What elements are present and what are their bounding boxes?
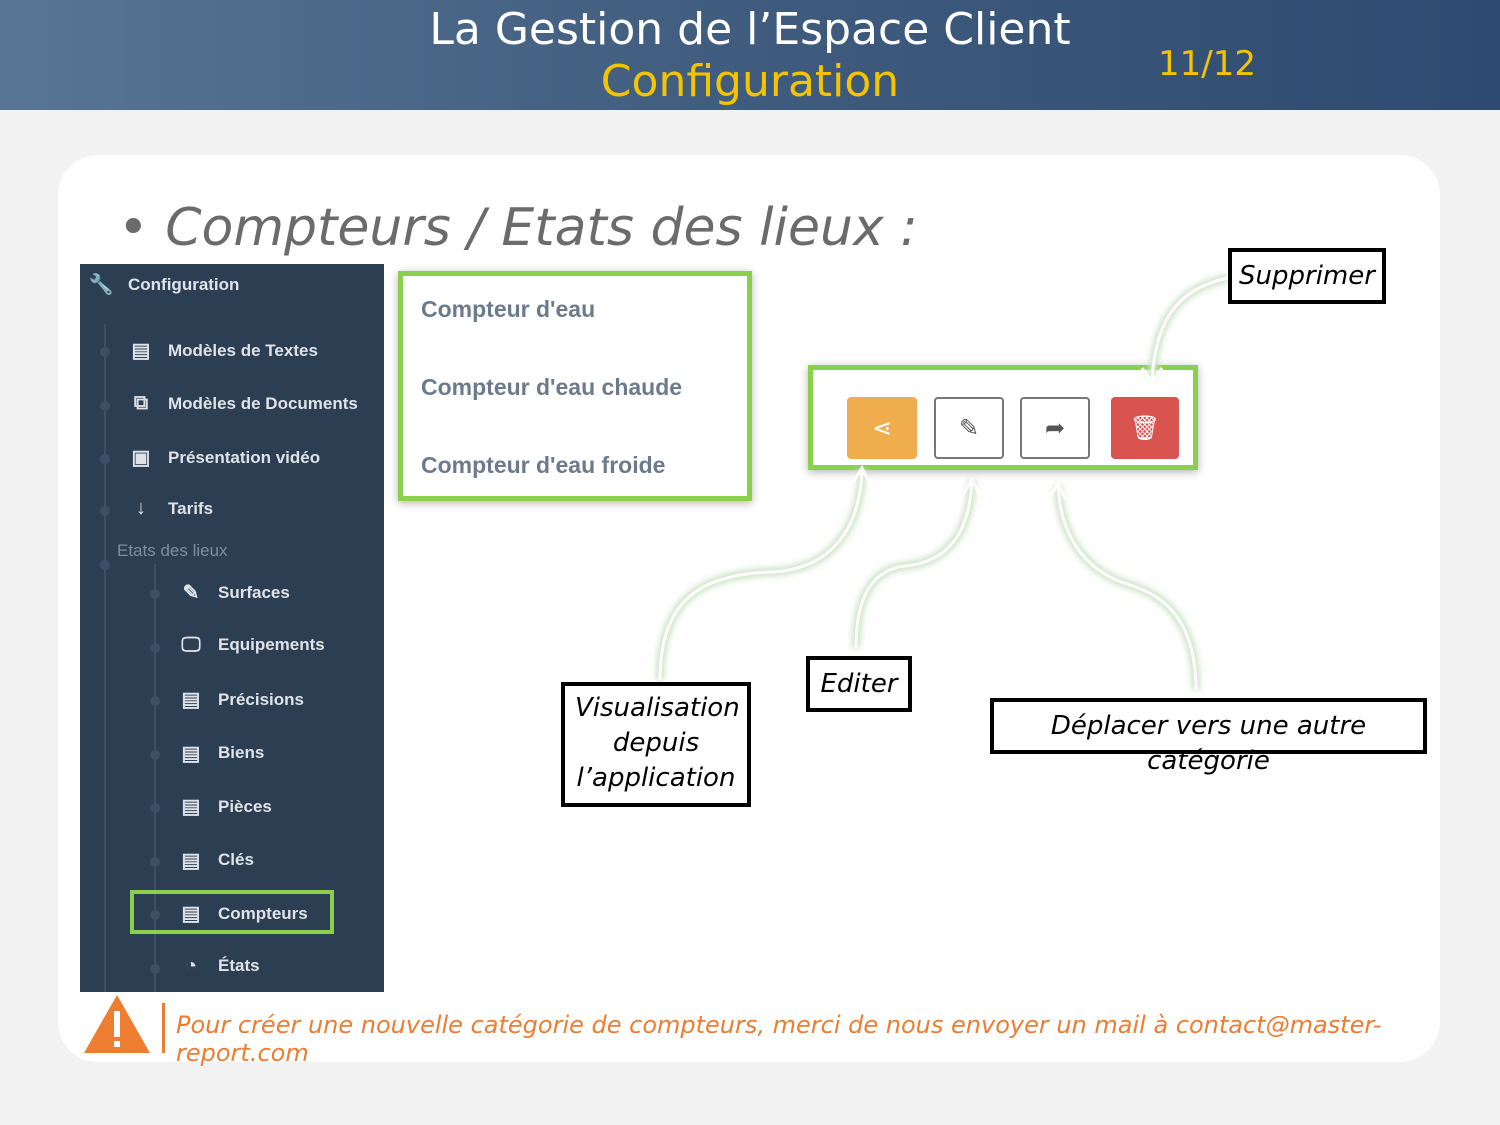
tree-dot [150, 696, 160, 706]
tree-dot [100, 454, 110, 464]
sidebar-item-label: Clés [218, 850, 254, 869]
pencil-icon: ✎ [182, 582, 200, 604]
callout-deplacer: Déplacer vers une autre catégorie [990, 698, 1427, 776]
book-icon: ▤ [181, 742, 201, 765]
sidebar-item-modeles-textes[interactable]: ▤ Modèles de Textes [128, 338, 318, 363]
slide-header: La Gestion de l’Espace Client Configurat… [0, 0, 1500, 110]
page-number: 11/12 [1158, 44, 1256, 84]
callout-visualisation: Visualisation depuis l’application [561, 682, 751, 807]
sidebar: 🔧 Configuration ▤ Modèles de Textes ⧉ Modèl… [80, 264, 384, 992]
sidebar-item-label: Surfaces [218, 582, 290, 602]
dashboard-icon: ◔ [184, 954, 198, 977]
share-icon: ⋖ [871, 414, 893, 442]
list-item[interactable]: Compteur d'eau froide [421, 452, 666, 478]
callout-supprimer: Supprimer [1228, 248, 1386, 304]
action-buttons: ⋖ ✎ ➦ 🗑 [808, 365, 1198, 470]
sidebar-item-label: Modèles de Documents [168, 393, 358, 413]
tree-dot [150, 963, 160, 974]
view-button[interactable]: ⋖ [847, 397, 917, 459]
compteur-list: Compteur d'eau Compteur d'eau chaude Com… [398, 271, 752, 501]
sidebar-subitem[interactable]: ◔ États [178, 955, 260, 978]
sidebar-item-label: Présentation vidéo [168, 447, 321, 467]
sidebar-header[interactable]: 🔧 Configuration [88, 272, 240, 297]
documents-icon: ⧉ [133, 392, 149, 414]
delete-button[interactable]: 🗑 [1111, 397, 1179, 459]
sidebar-item-label: Equipements [218, 635, 325, 654]
slide-subtitle: Configuration [600, 56, 900, 107]
trash-icon: 🗑 [1129, 414, 1161, 442]
share-forward-icon: ➦ [1044, 414, 1066, 442]
book-icon: ▤ [181, 849, 201, 872]
sidebar-item-presentation-video[interactable]: ▣ Présentation vidéo [128, 445, 321, 470]
play-icon: ▣ [131, 447, 151, 469]
move-button[interactable]: ➦ [1020, 397, 1090, 459]
sidebar-subitem[interactable]: 🖵 Equipements [178, 633, 325, 657]
sidebar-item-label: Compteurs [218, 903, 308, 923]
sidebar-item-label: États [218, 956, 260, 975]
sidebar-title: Configuration [128, 274, 240, 294]
sidebar-item-label: Pièces [218, 796, 272, 816]
sidebar-subitem[interactable]: ▤ Biens [178, 741, 265, 766]
sidebar-subitem[interactable]: ▤ Compteurs [178, 901, 308, 926]
tree-dot [150, 589, 160, 599]
wrench-icon: 🔧 [88, 274, 114, 296]
sidebar-item-modeles-documents[interactable]: ⧉ Modèles de Documents [128, 392, 358, 415]
arrow-delete [1150, 276, 1229, 381]
slide-title: La Gestion de l’Espace Client [429, 4, 1071, 55]
list-item[interactable]: Compteur d'eau chaude [421, 374, 683, 400]
divider [162, 1003, 165, 1053]
pencil-icon: ✎ [958, 414, 980, 442]
list-item[interactable]: Compteur d'eau [421, 296, 596, 322]
warning-text: Pour créer une nouvelle catégorie de com… [176, 1011, 1382, 1067]
callout-editer: Editer [806, 656, 912, 712]
sidebar-item-label: Précisions [218, 689, 304, 709]
highlight-compteurs [130, 890, 334, 934]
sidebar-item-label: Tarifs [168, 498, 214, 518]
tree-dot [150, 749, 160, 760]
book-icon: ▤ [181, 903, 201, 925]
sidebar-item-label: Modèles de Textes [168, 340, 318, 360]
section-heading: • Compteurs / Etats des lieux : [118, 198, 918, 258]
sidebar-subitem[interactable]: ▤ Clés [178, 848, 254, 873]
edit-button[interactable]: ✎ [934, 397, 1004, 459]
sidebar-subitem[interactable]: ▤ Précisions [178, 687, 304, 712]
sidebar-section-label: Etats des lieux [117, 541, 228, 560]
tree-line [104, 324, 106, 992]
book-icon: ▤ [181, 689, 201, 711]
sidebar-item-label: Biens [218, 743, 265, 762]
tree-dot [100, 560, 110, 570]
tree-dot [100, 506, 110, 516]
book-icon: ▤ [181, 796, 201, 818]
sidebar-item-tarifs[interactable]: ↓ Tarifs [128, 497, 213, 520]
tree-dot [150, 803, 160, 813]
tree-dot [150, 856, 160, 867]
file-copy-icon: ▤ [131, 340, 151, 362]
tree-dot [100, 347, 110, 357]
sort-numeric-icon: ↓ [136, 497, 146, 519]
sidebar-subitem[interactable]: ▤ Pièces [178, 794, 272, 819]
tree-dot [100, 401, 110, 411]
monitor-icon: 🖵 [181, 633, 201, 656]
tree-dot [150, 910, 160, 920]
sidebar-subitem[interactable]: ✎ Surfaces [178, 580, 290, 605]
tree-line [154, 564, 156, 992]
warning-icon [84, 995, 150, 1053]
tree-dot [150, 642, 160, 653]
